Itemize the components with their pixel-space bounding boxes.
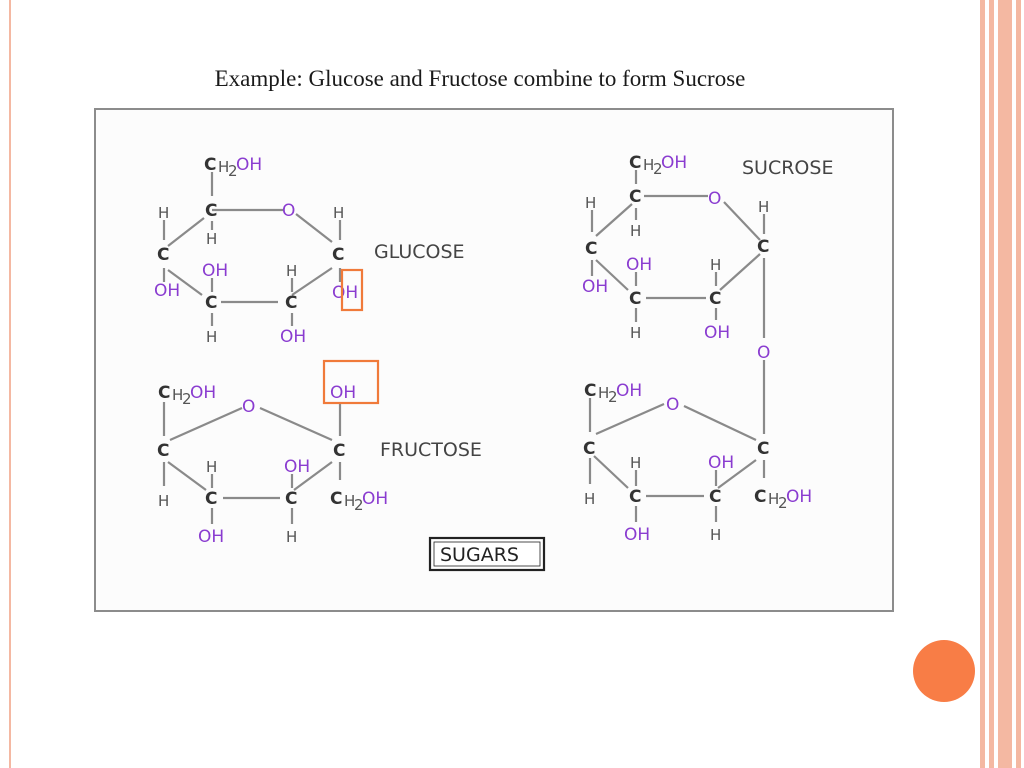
svg-text:C: C — [629, 289, 641, 309]
svg-text:OH: OH — [280, 327, 306, 347]
svg-text:2: 2 — [354, 496, 364, 514]
svg-text:OH: OH — [626, 255, 652, 275]
svg-text:2: 2 — [228, 162, 238, 180]
svg-text:C: C — [709, 487, 721, 507]
glucose-molecule: C H 2 OH C H O H C OH OH C H H C OH H C … — [154, 155, 465, 347]
svg-text:C: C — [158, 383, 170, 403]
svg-text:2: 2 — [182, 390, 192, 408]
fructose-oh-highlight — [322, 359, 380, 405]
svg-text:OH: OH — [582, 277, 608, 297]
slide-title: Example: Glucose and Fructose combine to… — [214, 66, 746, 91]
sugars-badge-label: SUGARS — [440, 544, 519, 566]
svg-text:H: H — [630, 222, 641, 240]
sucrose-molecule: SUCROSE C H 2 OH C H O — [582, 153, 833, 545]
svg-text:C: C — [709, 289, 721, 309]
svg-text:C: C — [285, 293, 297, 313]
glucose-label: GLUCOSE — [374, 241, 465, 263]
svg-text:C: C — [629, 153, 641, 173]
svg-text:2: 2 — [653, 160, 663, 178]
svg-text:H: H — [286, 528, 297, 546]
svg-text:O: O — [666, 395, 679, 415]
sugars-diagram: C H 2 OH C H O H C OH OH C H H C OH H C … — [94, 108, 894, 612]
svg-text:OH: OH — [624, 525, 650, 545]
svg-text:C: C — [205, 293, 217, 313]
svg-text:C: C — [157, 245, 169, 265]
svg-text:OH: OH — [708, 453, 734, 473]
molecule-drawing: C H 2 OH C H O H C OH OH C H H C OH H C … — [154, 153, 833, 572]
svg-text:C: C — [157, 441, 169, 461]
svg-text:H: H — [172, 386, 183, 404]
svg-text:C: C — [629, 187, 641, 207]
svg-text:O: O — [242, 397, 255, 417]
svg-text:C: C — [205, 489, 217, 509]
svg-text:OH: OH — [236, 155, 262, 175]
fructose-label: FRUCTOSE — [380, 439, 482, 461]
svg-text:C: C — [757, 439, 769, 459]
svg-text:H: H — [158, 204, 169, 222]
svg-text:O: O — [282, 201, 295, 221]
svg-text:O: O — [757, 343, 770, 363]
svg-text:H: H — [643, 156, 654, 174]
right-border-stripe — [998, 0, 1012, 768]
svg-text:OH: OH — [330, 383, 356, 403]
svg-text:H: H — [206, 458, 217, 476]
svg-text:C: C — [757, 237, 769, 257]
svg-text:C: C — [285, 489, 297, 509]
sugars-badge: SUGARS — [428, 536, 546, 572]
right-border-stripe — [989, 0, 994, 768]
svg-text:H: H — [710, 526, 721, 544]
svg-text:H: H — [758, 198, 769, 216]
right-border-stripe — [1016, 0, 1021, 768]
svg-text:OH: OH — [786, 487, 812, 507]
svg-text:C: C — [332, 245, 344, 265]
accent-circle — [913, 640, 975, 702]
svg-text:C: C — [754, 487, 766, 507]
svg-text:H: H — [630, 454, 641, 472]
svg-text:H: H — [218, 158, 229, 176]
svg-text:C: C — [583, 439, 595, 459]
svg-text:H: H — [768, 490, 779, 508]
svg-text:C: C — [584, 381, 596, 401]
svg-text:OH: OH — [198, 527, 224, 547]
fructose-molecule: C H 2 OH O OH C H H C OH OH C H C C H 2 … — [157, 359, 482, 547]
svg-text:OH: OH — [661, 153, 687, 173]
svg-text:C: C — [585, 239, 597, 259]
svg-text:H: H — [585, 194, 596, 212]
svg-text:OH: OH — [362, 489, 388, 509]
svg-text:C: C — [330, 489, 342, 509]
svg-text:H: H — [584, 490, 595, 508]
svg-text:H: H — [630, 324, 641, 342]
svg-text:OH: OH — [202, 261, 228, 281]
svg-text:2: 2 — [778, 494, 788, 512]
right-border-stripe — [980, 0, 985, 768]
svg-text:OH: OH — [284, 457, 310, 477]
svg-text:H: H — [598, 384, 609, 402]
svg-text:H: H — [158, 492, 169, 510]
svg-text:O: O — [708, 189, 721, 209]
svg-text:C: C — [629, 487, 641, 507]
svg-text:H: H — [206, 230, 217, 248]
glucose-oh-highlight — [340, 268, 364, 312]
svg-text:H: H — [344, 492, 355, 510]
svg-text:C: C — [204, 155, 216, 175]
svg-text:H: H — [333, 204, 344, 222]
svg-text:C: C — [205, 201, 217, 221]
svg-text:H: H — [206, 328, 217, 346]
svg-text:H: H — [710, 256, 721, 274]
left-border-rule — [9, 0, 11, 768]
svg-text:OH: OH — [616, 381, 642, 401]
svg-text:H: H — [286, 262, 297, 280]
svg-text:OH: OH — [190, 383, 216, 403]
svg-text:OH: OH — [332, 283, 358, 303]
sucrose-label: SUCROSE — [742, 157, 833, 179]
svg-text:2: 2 — [608, 388, 618, 406]
svg-text:OH: OH — [704, 323, 730, 343]
svg-text:C: C — [333, 441, 345, 461]
svg-text:OH: OH — [154, 281, 180, 301]
